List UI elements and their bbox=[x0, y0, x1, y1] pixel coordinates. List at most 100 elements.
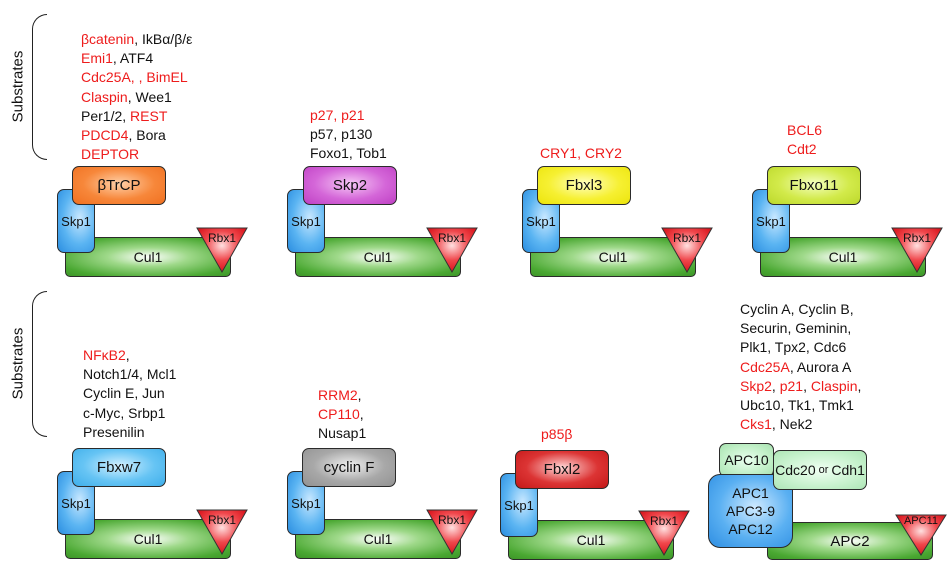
substrate-highlighted: NFκB2 bbox=[83, 347, 126, 363]
apc-core-line-3: APC12 bbox=[728, 521, 773, 537]
substrates-label-top: Substrates bbox=[9, 50, 27, 123]
substrate-highlighted: βcatenin bbox=[81, 31, 135, 47]
substrate: Nusap1 bbox=[318, 425, 367, 442]
cdc20-cdh1-coactivator: Cdc20 or Cdh1 bbox=[773, 450, 867, 490]
substrate-line: Cdc25A, Aurora A bbox=[740, 358, 861, 377]
skp1-label: Skp1 bbox=[61, 213, 91, 229]
or-label: or bbox=[818, 464, 829, 476]
skp1-label: Skp1 bbox=[61, 495, 91, 511]
fbxo11-fbox: Fbxo11 bbox=[767, 166, 861, 205]
substrate-line: Claspin, Wee1 bbox=[81, 88, 192, 107]
substrate-highlighted: CP110 bbox=[318, 406, 360, 423]
apc-core-line-1: APC1 bbox=[732, 485, 769, 501]
substrate-highlighted: Claspin bbox=[81, 88, 128, 105]
fbxw7-fbox: Fbxw7 bbox=[72, 448, 166, 487]
fbxo11-label: Fbxo11 bbox=[789, 177, 839, 194]
substrates-cyclinf: RRM2,CP110,Nusap1 bbox=[318, 386, 366, 444]
apc10-label: APC10 bbox=[724, 452, 769, 468]
substrate-highlighted: Cdc25A bbox=[740, 358, 790, 375]
skp1-label: Skp1 bbox=[291, 495, 321, 511]
substrate-line: NFκB2, bbox=[83, 346, 176, 365]
substrate-line: CRY1, CRY2 bbox=[540, 144, 622, 163]
substrate-highlighted: PDCD4 bbox=[81, 127, 129, 144]
substrate: , bbox=[857, 377, 862, 394]
rbx1-triangle bbox=[426, 227, 478, 273]
skp2-fbox: Skp2 bbox=[303, 166, 397, 205]
rbx1-label: Rbx1 bbox=[437, 513, 466, 527]
substrate-line: Ubc10, Tk1, Tmk1 bbox=[740, 396, 861, 415]
substrate: , Wee1 bbox=[127, 88, 172, 105]
substrate-highlighted: p85β bbox=[541, 426, 573, 442]
substrate-line: Presenilin bbox=[83, 423, 176, 442]
substrate: , Nek2 bbox=[771, 416, 813, 433]
substrate-line: Cdt2 bbox=[787, 140, 822, 159]
substrate-line: CP110, bbox=[318, 405, 366, 424]
substrate-line: Cyclin E, Jun bbox=[83, 384, 176, 403]
substrate-line: Emi1, ATF4 bbox=[81, 49, 192, 68]
substrate-line: p27, p21 bbox=[310, 106, 387, 125]
skp2-label: Skp2 bbox=[332, 177, 368, 194]
substrate-highlighted: Cdc25A, , BimEL bbox=[81, 69, 188, 86]
substrate-highlighted: p27, p21 bbox=[310, 107, 365, 123]
cyclinf-fbox: cyclin F bbox=[302, 448, 396, 487]
substrate-line: Cdc25A, , BimEL bbox=[81, 68, 192, 87]
rbx1-label: Rbx1 bbox=[672, 231, 701, 245]
substrate-line: βcatenin, IkBα/β/ε bbox=[81, 30, 192, 49]
skp1-adaptor: Skp1 bbox=[287, 471, 325, 535]
substrates-fbxl3: CRY1, CRY2 bbox=[540, 144, 622, 163]
substrate-highlighted: DEPTOR bbox=[81, 146, 140, 163]
substrate-highlighted: p21 bbox=[779, 377, 804, 394]
substrate: Securin, Geminin, bbox=[740, 320, 852, 337]
substrate: c-Myc, Srbp1 bbox=[83, 404, 166, 421]
substrate: , bbox=[357, 387, 362, 403]
fbxl3-label: Fbxl3 bbox=[565, 177, 603, 194]
substrate-highlighted: BCL6 bbox=[787, 122, 823, 138]
substrate-line: Cks1, Nek2 bbox=[740, 415, 861, 434]
rbx1-triangle bbox=[891, 227, 943, 273]
substrate-line: Skp2, p21, Claspin, bbox=[740, 377, 861, 396]
substrate-line: Foxo1, Tob1 bbox=[310, 144, 387, 163]
cul1-scaffold: Cul1 bbox=[65, 237, 231, 277]
substrate-line: p57, p130 bbox=[310, 125, 387, 144]
btrcp-label: βTrCP bbox=[97, 177, 141, 194]
fbxw7-label: Fbxw7 bbox=[96, 459, 142, 476]
rbx1-triangle bbox=[196, 509, 248, 555]
cdc20-label: Cdc20 bbox=[775, 462, 816, 478]
substrate-line: RRM2, bbox=[318, 386, 366, 405]
substrate-line: Per1/2, REST bbox=[81, 107, 192, 126]
substrates-bracket-bottom bbox=[32, 291, 47, 437]
substrate-highlighted: Claspin bbox=[810, 377, 858, 394]
substrate: , bbox=[771, 377, 780, 394]
substrate: Notch1/4, Mcl1 bbox=[83, 366, 177, 383]
substrate-line: Nusap1 bbox=[318, 424, 366, 443]
cdh1-label: Cdh1 bbox=[831, 462, 865, 478]
apc10-subunit: APC10 bbox=[719, 443, 774, 477]
substrate: , Bora bbox=[128, 127, 166, 144]
rbx1-label: Rbx1 bbox=[437, 231, 466, 245]
fbxl2-fbox: Fbxl2 bbox=[515, 450, 609, 489]
substrate: , Aurora A bbox=[789, 358, 852, 375]
cul1-label: Cul1 bbox=[133, 531, 163, 547]
substrate: Foxo1, Tob1 bbox=[310, 145, 387, 162]
substrate: p57, p130 bbox=[310, 126, 373, 143]
apc-core-line-2: APC3-9 bbox=[725, 503, 776, 519]
apc11-label: APC11 bbox=[903, 515, 939, 527]
substrate-highlighted: Emi1 bbox=[81, 50, 113, 67]
cul1-label: Cul1 bbox=[133, 249, 163, 265]
substrates-bracket-top bbox=[32, 14, 47, 160]
skp1-adaptor: Skp1 bbox=[57, 189, 95, 253]
substrate: , bbox=[125, 347, 130, 363]
substrate: Cyclin E, Jun bbox=[83, 385, 165, 402]
cul1-label: Cul1 bbox=[598, 249, 628, 265]
substrates-label-bottom: Substrates bbox=[9, 327, 27, 400]
substrates-fbxl2: p85β bbox=[541, 425, 572, 444]
substrate-line: Cyclin A, Cyclin B, bbox=[740, 300, 861, 319]
substrate-line: Notch1/4, Mcl1 bbox=[83, 365, 176, 384]
apc11-triangle bbox=[895, 514, 947, 556]
rbx1-label: Rbx1 bbox=[902, 231, 931, 245]
fbxl3-fbox: Fbxl3 bbox=[537, 166, 631, 205]
apc2-label: APC2 bbox=[830, 532, 870, 550]
